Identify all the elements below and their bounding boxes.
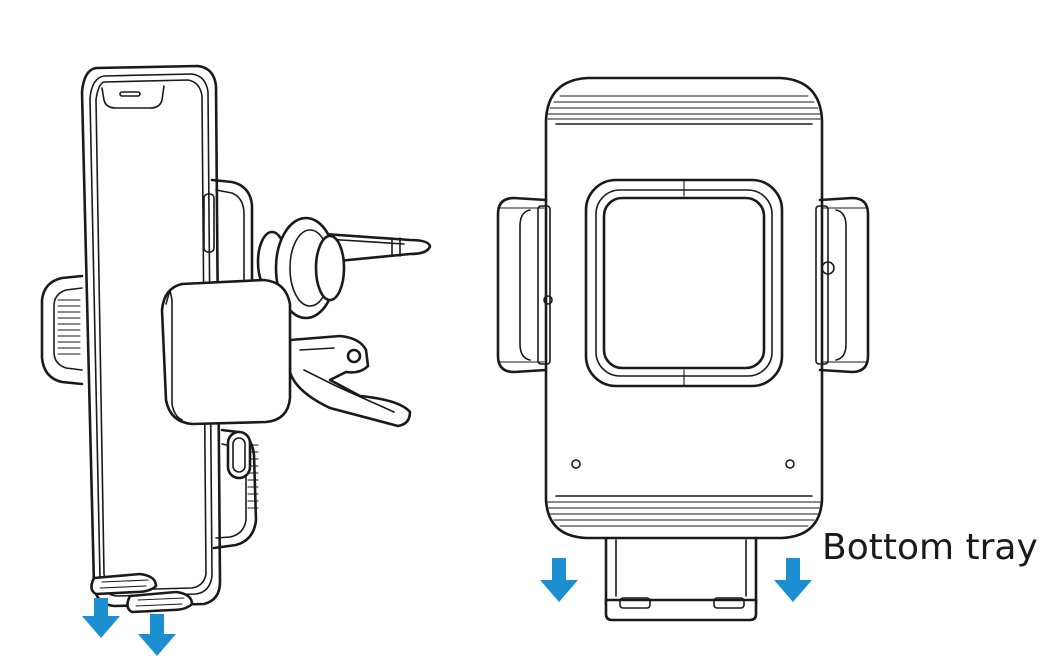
arrow-down-icon-3 xyxy=(540,558,578,602)
arrow-down-icon-4 xyxy=(774,558,812,602)
vent-clip xyxy=(256,216,432,428)
right-view-right-grip xyxy=(815,196,870,374)
arrow-down-icon-2 xyxy=(138,614,176,656)
holder-body-front xyxy=(543,76,824,540)
holder-body-side xyxy=(210,178,259,550)
phone-side xyxy=(80,64,222,608)
front-clamp-pad xyxy=(160,278,292,426)
bottom-tray-front xyxy=(604,536,758,622)
front-view-holder xyxy=(496,76,870,622)
bottom-tray-label: Bottom tray xyxy=(822,527,1038,568)
right-view-left-grip xyxy=(496,196,551,374)
arrow-down-icon-1 xyxy=(82,598,120,638)
bottom-tray-feet-side xyxy=(90,572,194,614)
left-grip-arm xyxy=(40,274,84,386)
side-view-holder xyxy=(40,64,432,614)
